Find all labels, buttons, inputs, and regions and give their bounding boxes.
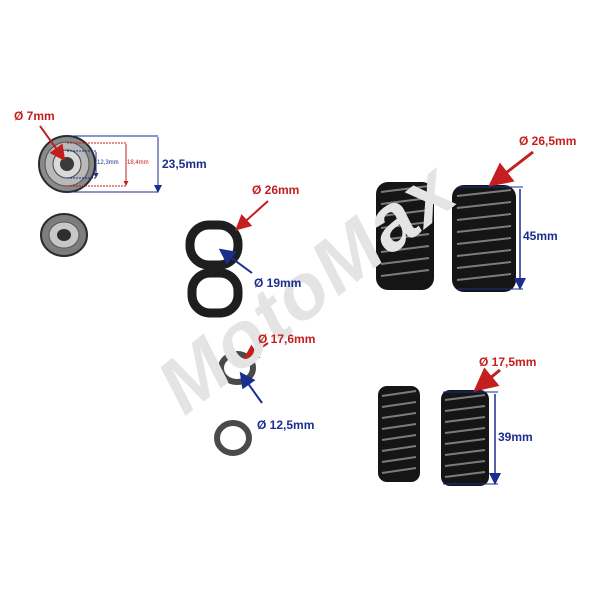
cap-dimensions (39, 125, 162, 193)
large-spring-left (376, 182, 434, 290)
cap-inner-label: 12,3mm (97, 160, 119, 166)
spring-cap-top (38, 135, 96, 193)
seat-outer-label: Ø 26mm (252, 183, 300, 197)
spring-seat-rings (185, 200, 269, 318)
large-spring-right (452, 150, 534, 292)
big-spring-length-label: 45mm (523, 229, 558, 243)
small-spring-right (441, 367, 501, 486)
small-spring-left (378, 386, 420, 482)
cap-bore-label: Ø 7mm (14, 109, 55, 123)
cap-mid-label: 18,4mm (127, 160, 149, 166)
seat-inner-label: Ø 19mm (254, 276, 302, 290)
small-spring-length-label: 39mm (498, 430, 533, 444)
small-spring-diameter-label: Ø 17,5mm (479, 355, 537, 369)
cap-outer-label: 23,5mm (162, 157, 207, 171)
washer-rings (214, 342, 269, 456)
washer-inner-label: Ø 12,5mm (257, 418, 315, 432)
big-spring-diameter-label: Ø 26,5mm (519, 134, 577, 148)
washer-outer-label: Ø 17,6mm (258, 332, 316, 346)
spring-cap-side (40, 213, 88, 257)
